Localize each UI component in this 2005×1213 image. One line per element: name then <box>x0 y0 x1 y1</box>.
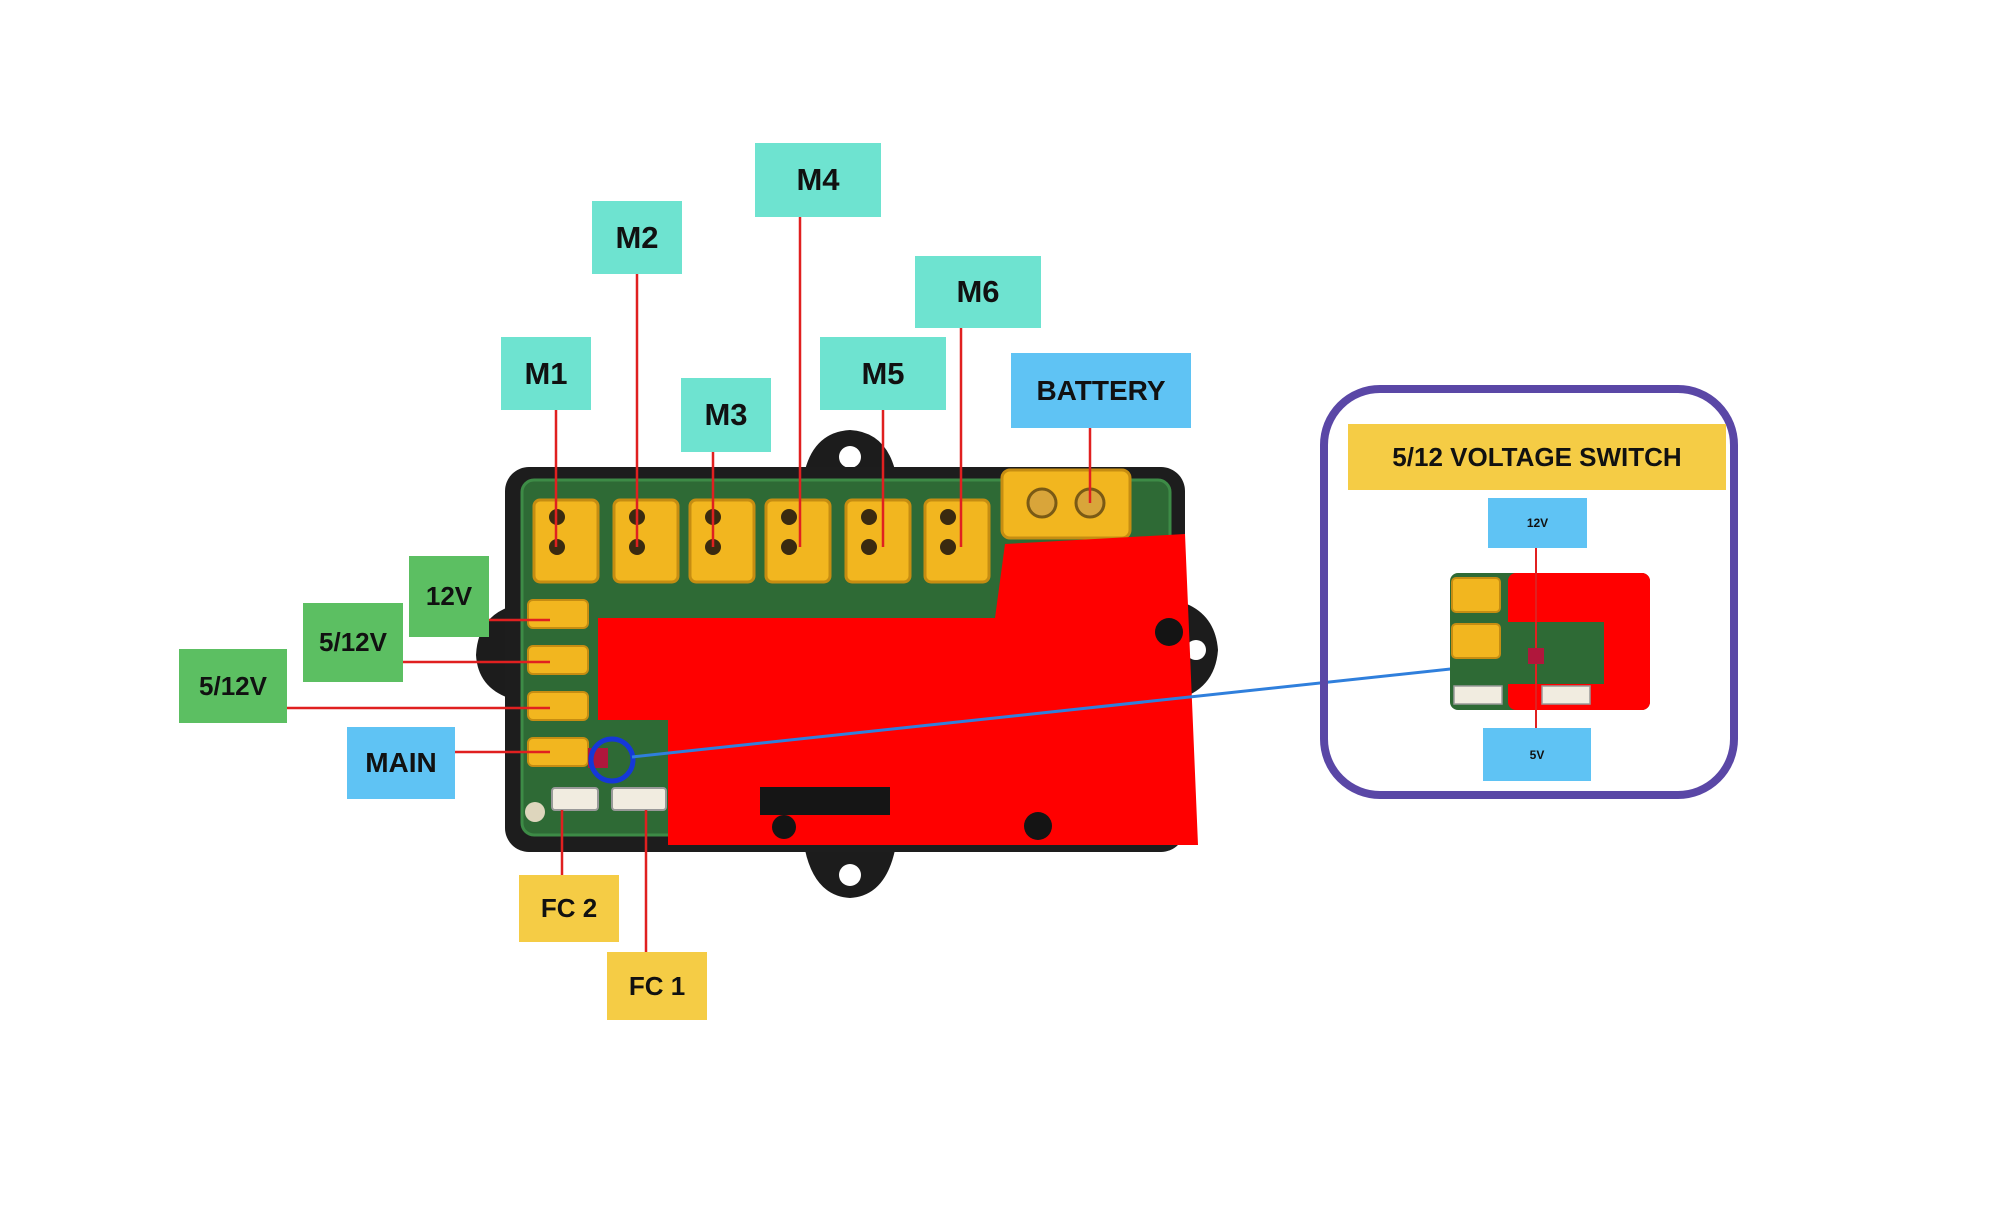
inset-port-left <box>1453 685 1503 705</box>
mount-hole-right <box>1186 640 1206 660</box>
label-fc1: FC 1 <box>607 952 707 1020</box>
inset-label-5v: 5V <box>1483 728 1591 781</box>
connector-m3 <box>688 498 756 584</box>
label-battery: BATTERY <box>1011 353 1191 428</box>
mount-hole-top <box>839 446 861 468</box>
connector-m2 <box>612 498 680 584</box>
label-main: MAIN <box>347 727 455 799</box>
label-512v-a: 5/12V <box>303 603 403 682</box>
inset-pcb-window <box>1508 622 1604 684</box>
label-m1: M1 <box>501 337 591 410</box>
switch-highlight-ring <box>588 736 636 784</box>
inset-label-12v: 12V <box>1488 498 1587 548</box>
connector-m4 <box>764 498 832 584</box>
callout-line <box>631 658 1535 759</box>
mount-hole-bottom <box>839 864 861 886</box>
connector-battery <box>1000 468 1132 540</box>
port-fc1 <box>611 787 667 811</box>
voltage-switch-inset <box>1320 385 1738 799</box>
standoff-screw <box>525 802 545 822</box>
connector-m5 <box>844 498 912 584</box>
inset-port-right <box>1541 685 1591 705</box>
cover-screws <box>772 618 1183 840</box>
label-m3: M3 <box>681 378 771 452</box>
inset-connector-mid <box>1451 623 1501 659</box>
label-m4: M4 <box>755 143 881 217</box>
cover-header-strip <box>760 787 890 815</box>
label-m5: M5 <box>820 337 946 410</box>
inset-connector-top <box>1451 577 1501 613</box>
connector-12v <box>527 599 589 629</box>
label-m2: M2 <box>592 201 682 274</box>
connector-512v-b <box>527 691 589 721</box>
leader-lines <box>287 217 1092 952</box>
label-12v: 12V <box>409 556 489 637</box>
label-512v-b: 5/12V <box>179 649 287 723</box>
port-fc2 <box>551 787 599 811</box>
inset-title: 5/12 VOLTAGE SWITCH <box>1348 424 1726 490</box>
battery-pin-left <box>1026 487 1058 519</box>
connector-m1 <box>532 498 600 584</box>
label-fc2: FC 2 <box>519 875 619 942</box>
red-cover <box>598 534 1198 845</box>
connector-512v-a <box>527 645 589 675</box>
label-m6: M6 <box>915 256 1041 328</box>
inset-switch <box>1528 648 1544 664</box>
connector-m6 <box>923 498 991 584</box>
